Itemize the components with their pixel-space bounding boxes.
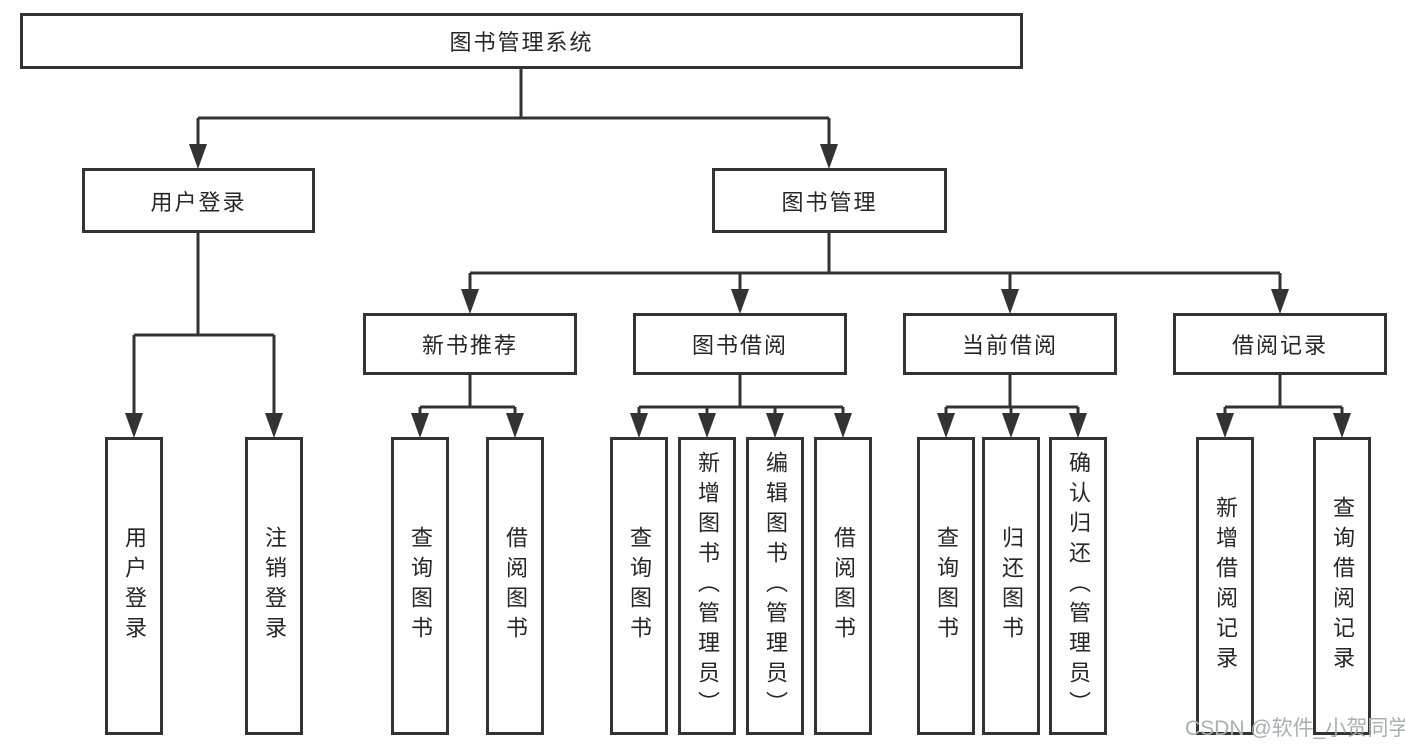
leaf-query-borrow-record: 查询借阅记录 [1313,437,1371,735]
leaf-query-books-2: 查询图书 [610,437,668,735]
node-label: 图书管理系统 [449,30,594,55]
leaf-confirm-return-admin: 确认归还（管理员） [1049,437,1107,735]
node-label: 查询图书 [627,526,652,646]
node-label: 查询借阅记录 [1330,496,1355,676]
node-borrowing-records: 借阅记录 [1173,313,1387,375]
node-book-management: 图书管理 [712,168,947,233]
node-book-borrowing: 图书借阅 [633,313,847,375]
node-label: 编辑图书（管理员） [763,451,788,721]
leaf-borrow-books-2: 借阅图书 [814,437,872,735]
node-label: 借阅图书 [831,526,856,646]
node-label: 借阅记录 [1231,333,1328,358]
node-label: 图书管理 [781,189,878,215]
leaf-user-login: 用户登录 [105,437,163,735]
node-label: 当前借阅 [961,333,1058,358]
csdn-watermark: CSDN @软件_小贺同学 [1185,717,1405,740]
arrowheads [125,144,1351,438]
node-label: 用户登录 [122,526,147,646]
node-label: 确认归还（管理员） [1066,451,1091,721]
node-label: 注销登录 [262,526,287,646]
node-label: 查询图书 [408,526,433,646]
leaf-add-borrow-record: 新增借阅记录 [1196,437,1254,735]
leaf-query-books-1: 查询图书 [391,437,449,735]
leaf-edit-books-admin: 编辑图书（管理员） [746,437,804,735]
node-library-management-system: 图书管理系统 [20,13,1023,69]
node-current-borrowing: 当前借阅 [903,313,1117,375]
node-label: 新书推荐 [421,333,518,358]
leaf-add-books-admin: 新增图书（管理员） [678,437,736,735]
node-label: 新增借阅记录 [1213,496,1238,676]
node-user-login: 用户登录 [82,168,315,233]
node-label: 查询图书 [934,526,959,646]
node-label: 借阅图书 [503,526,528,646]
node-label: 用户登录 [150,189,247,215]
node-new-book-recommendation: 新书推荐 [363,313,577,375]
node-label: 新增图书（管理员） [695,451,720,721]
leaf-query-books-3: 查询图书 [917,437,975,735]
node-label: 归还图书 [999,526,1024,646]
leaf-logout: 注销登录 [245,437,303,735]
node-label: 图书借阅 [691,333,788,358]
leaf-borrow-books-1: 借阅图书 [486,437,544,735]
leaf-return-books: 归还图书 [982,437,1040,735]
